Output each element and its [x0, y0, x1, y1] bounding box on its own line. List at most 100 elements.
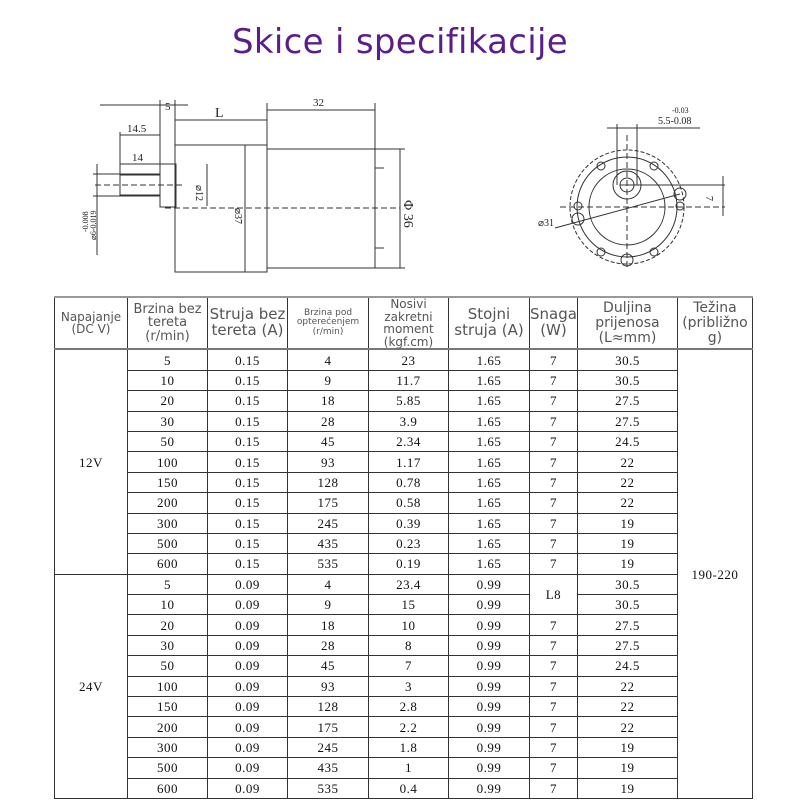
- load-speed-cell: 128: [287, 471, 369, 494]
- gearbox-length-cell: 27.5: [576, 634, 678, 657]
- svg-text:-0.008: -0.008: [81, 211, 90, 232]
- power-cell: 7: [529, 553, 578, 575]
- load-speed-cell: 28: [287, 410, 369, 432]
- power-cell: 7: [529, 777, 578, 799]
- power-cell: 7: [529, 757, 578, 779]
- torque-cell: 0.78: [368, 471, 449, 494]
- svg-text:⌀6-0.019: ⌀6-0.019: [89, 211, 98, 240]
- svg-text:7: 7: [703, 196, 714, 201]
- no-load-current-cell: 0.09: [207, 675, 288, 698]
- load-speed-cell: 175: [287, 716, 369, 738]
- torque-cell: 0.19: [368, 553, 449, 575]
- header-power: Snaga (W): [529, 295, 578, 351]
- svg-text:14.5: 14.5: [127, 123, 147, 135]
- svg-text:5: 5: [165, 101, 171, 113]
- power-cell: 7: [529, 410, 578, 432]
- no-load-current-cell: 0.15: [207, 369, 288, 392]
- header-stall-current: Stojni struja (A): [448, 295, 530, 351]
- no-load-speed-cell: 300: [127, 512, 208, 534]
- load-speed-cell: 9: [287, 369, 369, 392]
- stall-current-cell: 0.99: [448, 614, 530, 636]
- no-load-speed-cell: 10: [127, 369, 208, 392]
- header-no-load-current: Struja bez tereta (A): [207, 295, 288, 351]
- stall-current-cell: 0.99: [448, 696, 530, 718]
- svg-text:Φ 36: Φ 36: [400, 200, 415, 228]
- load-speed-cell: 535: [287, 553, 369, 575]
- torque-cell: 23: [368, 348, 449, 371]
- no-load-speed-cell: 10: [127, 594, 208, 616]
- torque-cell: 3.9: [368, 410, 449, 432]
- header-load-speed: Brzina pod opterećenjem (r/min): [287, 295, 369, 351]
- no-load-current-cell: 0.09: [207, 573, 288, 596]
- load-speed-cell: 245: [287, 512, 369, 534]
- gearbox-length-cell: 24.5: [576, 430, 678, 453]
- gearbox-length-cell: 30.5: [576, 369, 678, 392]
- gearbox-length-cell: 19: [576, 532, 678, 555]
- no-load-current-cell: 0.15: [207, 390, 288, 412]
- no-load-current-cell: 0.09: [207, 634, 288, 657]
- gearbox-length-cell: 30.5: [576, 594, 678, 616]
- page-title: Skice i specifikacije: [232, 22, 568, 62]
- stall-current-cell: 1.65: [448, 348, 530, 371]
- stall-current-cell: 0.99: [448, 573, 530, 596]
- load-speed-cell: 28: [287, 634, 369, 657]
- no-load-current-cell: 0.15: [207, 430, 288, 453]
- power-cell: 7: [529, 675, 578, 698]
- stall-current-cell: 1.65: [448, 512, 530, 534]
- no-load-current-cell: 0.15: [207, 532, 288, 555]
- stall-current-cell: 1.65: [448, 492, 530, 514]
- motor-dimension-sketch: 5 L 32 14.5 14 ⌀12 ⌀37 Φ 36 ⌀6-0.019 -0.…: [81, 97, 725, 273]
- torque-cell: 1.8: [368, 736, 449, 759]
- stall-current-cell: 1.65: [448, 390, 530, 412]
- torque-cell: 10: [368, 614, 449, 636]
- load-speed-cell: 18: [287, 390, 369, 412]
- no-load-speed-cell: 100: [127, 451, 208, 473]
- load-speed-cell: 128: [287, 696, 369, 718]
- no-load-speed-cell: 600: [127, 777, 208, 799]
- stall-current-cell: 0.99: [448, 594, 530, 616]
- header-voltage: Napajanje (DC V): [54, 295, 128, 351]
- power-cell: 7: [529, 655, 578, 677]
- torque-cell: 2.2: [368, 716, 449, 738]
- no-load-speed-cell: 30: [127, 634, 208, 657]
- load-speed-cell: 4: [287, 348, 369, 371]
- no-load-speed-cell: 5: [127, 573, 208, 596]
- svg-text:⌀12: ⌀12: [193, 185, 204, 201]
- voltage-cell: 24V: [54, 573, 128, 799]
- torque-cell: 5.85: [368, 390, 449, 412]
- gearbox-length-cell: 19: [576, 777, 678, 799]
- gearbox-length-cell: 27.5: [576, 614, 678, 636]
- gearbox-length-cell: 27.5: [576, 410, 678, 432]
- load-speed-cell: 175: [287, 492, 369, 514]
- stall-current-cell: 0.99: [448, 777, 530, 799]
- gearbox-length-cell: 19: [576, 553, 678, 575]
- gearbox-length-cell: 19: [576, 512, 678, 534]
- technical-drawing: 5 L 32 14.5 14 ⌀12 ⌀37 Φ 36 ⌀6-0.019 -0.…: [0, 80, 800, 290]
- stall-current-cell: 1.65: [448, 553, 530, 575]
- gearbox-length-cell: 22: [576, 716, 678, 738]
- torque-cell: 0.23: [368, 532, 449, 555]
- power-cell: 7: [529, 390, 578, 412]
- stall-current-cell: 0.99: [448, 655, 530, 677]
- load-speed-cell: 45: [287, 655, 369, 677]
- svg-text:32: 32: [313, 97, 324, 109]
- no-load-speed-cell: 500: [127, 757, 208, 779]
- svg-text:⌀31: ⌀31: [538, 218, 554, 229]
- power-cell: 7: [529, 614, 578, 636]
- torque-cell: 11.7: [368, 369, 449, 392]
- no-load-current-cell: 0.09: [207, 736, 288, 759]
- no-load-current-cell: 0.15: [207, 471, 288, 494]
- svg-text:⌀37: ⌀37: [232, 208, 243, 224]
- svg-text:-0.03: -0.03: [672, 106, 689, 115]
- load-speed-cell: 4: [287, 573, 369, 596]
- torque-cell: 23.4: [368, 573, 449, 596]
- power-cell: 7: [529, 736, 578, 759]
- no-load-speed-cell: 150: [127, 471, 208, 494]
